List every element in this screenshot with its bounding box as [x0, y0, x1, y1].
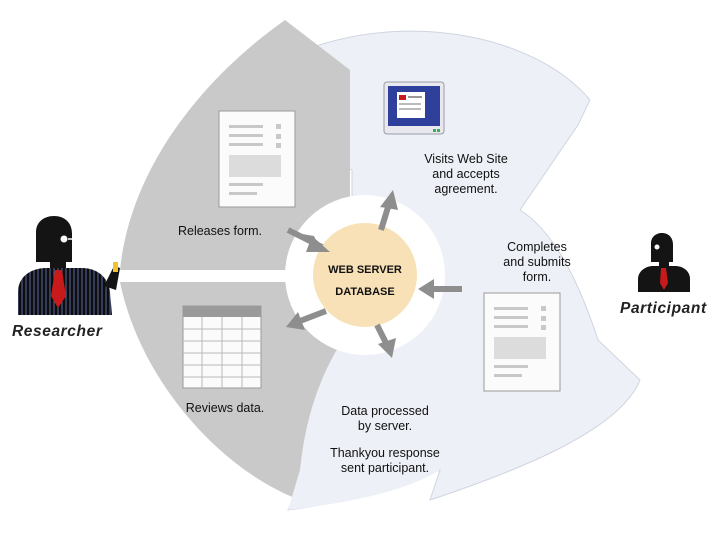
step-reviews-data: Reviews data.: [160, 401, 290, 416]
step-releases-line1: Releases form.: [177, 224, 263, 238]
step-reviews-line1: Reviews data.: [185, 401, 265, 415]
step-visits-line2: and accepts: [432, 167, 500, 181]
step-visits-line3: agreement.: [434, 182, 498, 196]
researcher-label: Researcher: [12, 323, 103, 340]
step-completes-line1: Completes: [507, 240, 567, 254]
data-table-icon: [182, 305, 262, 389]
form-document-icon: [218, 110, 296, 208]
monitor-icon: [383, 81, 445, 135]
step-data-processed: Data processed by server.: [310, 404, 460, 434]
participant-bottom-petal: [288, 330, 440, 510]
step-visits-web-site: Visits Web Site and accepts agreement.: [398, 152, 534, 197]
center-label-web-server: WEB SERVER: [328, 264, 402, 276]
arrow-release-to-server: [286, 227, 330, 252]
arrow-server-to-processed: [374, 323, 396, 358]
researcher-person-icon: [18, 216, 120, 315]
database-circle: [313, 223, 417, 327]
step-releases-form: Releases form.: [150, 224, 290, 239]
step-thankyou-line2: sent participant.: [340, 461, 430, 475]
step-processed-line1: Data processed: [341, 404, 429, 418]
participant-person-icon: [638, 233, 690, 292]
participant-label: Participant: [620, 300, 707, 317]
step-processed-line2: by server.: [357, 419, 413, 433]
step-thankyou-response: Thankyou response sent participant.: [300, 446, 470, 476]
arrow-server-to-reviews: [286, 308, 328, 330]
step-completes-line3: form.: [522, 270, 552, 284]
arrow-server-to-visits: [378, 190, 398, 231]
center-label-database: DATABASE: [335, 286, 395, 298]
step-completes-form: Completes and submits form.: [482, 240, 592, 285]
step-thankyou-line1: Thankyou response: [330, 446, 440, 460]
arrow-completes-to-server: [418, 279, 462, 299]
completed-form-icon: [483, 292, 561, 392]
researcher-region-lower: [120, 282, 350, 500]
step-visits-line1: Visits Web Site: [424, 152, 508, 166]
step-completes-line2: and submits: [503, 255, 571, 269]
